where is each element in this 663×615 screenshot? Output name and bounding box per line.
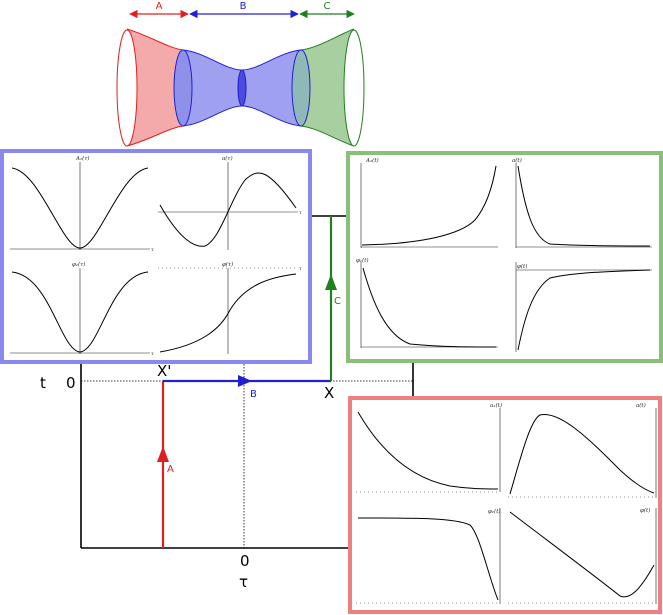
green-plot-phi1-curve [362,267,497,348]
blue-plot-a: a(τ) τ [158,155,302,250]
blue-plot-phi: φ(τ) τ [158,261,302,354]
panel-red-frame [348,396,662,614]
green-plot-a-curve [517,165,651,247]
t-axis-label: t [40,374,46,392]
green-plot-a-title: a(t) [512,157,522,164]
blue-plot-a1-axis-var: τ [151,247,154,253]
red-plot-a1-title: a₁(t) [490,402,502,409]
point-x-label: X [324,384,334,402]
panel-red: a₁(t) a(t) φ₁(t) φ(t) [348,396,662,614]
tau-axis-label: τ [239,573,248,591]
blue-plot-a1: A₁(τ) τ [10,155,154,253]
path-b-arrowhead [238,375,252,387]
region-a-mouth [116,29,138,147]
region-a-label: A [156,1,163,12]
blue-plot-phi1-axis-var: τ [151,351,154,357]
path-b-label: B [250,389,257,400]
panel-blue: A₁(τ) τ a(τ) τ φ₁(τ) τ φ(τ) τ [0,149,312,364]
red-plot-phi-curve [509,511,655,598]
region-c-label: C [324,1,331,12]
green-plot-a1-title: A₁(t) [365,157,379,164]
blue-plot-phi-axis-var: τ [299,266,302,272]
t-zero-label: 0 [66,374,76,392]
panel-green-frame [346,151,663,363]
region-c-mouth [343,29,365,147]
green-plot-a1: A₁(t) [360,157,498,248]
red-plot-phi: φ(t) [508,507,657,604]
green-plot-phi-title: φ(t) [517,263,527,270]
region-arrows: A B C [129,1,355,19]
spacetime-diagram: t 0 0 τ X' X A B C [40,215,414,591]
red-plot-a1-curve [357,411,499,490]
red-plot-a: a(t) [508,402,657,498]
red-plot-a-title: a(t) [636,402,646,409]
green-plot-a: a(t) [512,157,652,248]
red-plot-phi1: φ₁(t) [356,508,501,604]
red-plot-phi1-title: φ₁(t) [488,508,501,515]
path-a-label: A [167,464,174,475]
boundary-bc-ring [291,49,311,127]
path-a-arrowhead [157,446,169,462]
point-x-prime-label: X' [157,362,171,380]
red-plot-phi-title: φ(t) [640,507,650,514]
blue-plot-phi1-curve [11,271,149,353]
region-b-label: B [240,1,247,12]
wormhole-surface [116,28,365,147]
blue-plot-phi1-title: φ₁(τ) [72,261,85,268]
red-plot-phi1-curve [357,517,499,601]
green-plot-phi1-title: φ₁(t) [356,257,369,264]
blue-plot-phi-curve [159,273,297,353]
boundary-ab-ring [173,49,193,127]
blue-plot-a1-curve [11,167,149,249]
blue-plot-phi1: φ₁(τ) τ [10,261,154,357]
tau-zero-label: 0 [240,552,250,570]
red-plot-a-curve [509,413,655,495]
red-plot-a1: a₁(t) [356,402,502,493]
blue-plot-a1-title: A₁(τ) [75,155,90,162]
path-c-label: C [334,296,341,307]
green-plot-phi: φ(t) [515,262,652,352]
blue-plot-phi-title: φ(τ) [222,261,233,268]
blue-plot-a-title: a(τ) [222,155,233,162]
green-plot-phi-curve [517,269,651,351]
panel-green: A₁(t) a(t) φ₁(t) φ(t) [346,151,663,363]
panel-blue-frame [0,149,312,364]
path-c-arrowhead [325,274,337,290]
green-plot-a1-curve [361,165,497,246]
throat-ring [237,69,247,107]
blue-plot-a-axis-var: τ [299,210,302,216]
green-plot-phi1: φ₁(t) [356,257,498,348]
blue-plot-a-curve [159,172,297,247]
